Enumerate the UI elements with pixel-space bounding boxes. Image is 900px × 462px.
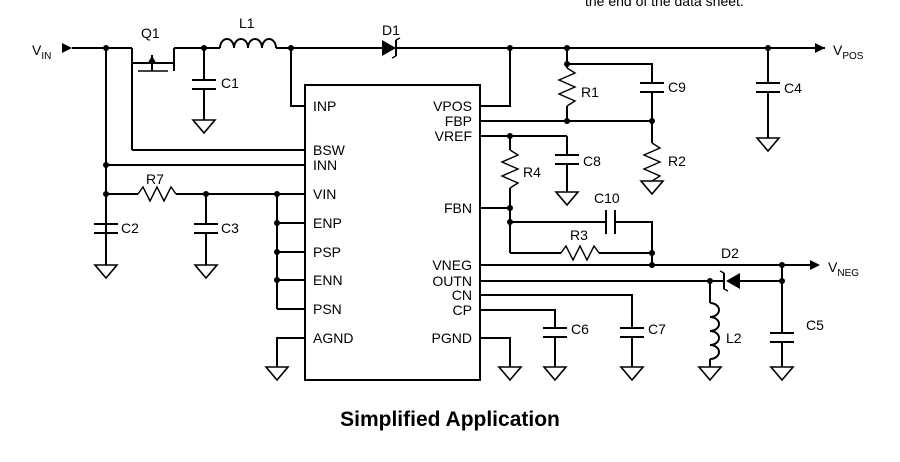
l1-label: L1 [239,15,255,31]
c5-label: C5 [806,317,824,333]
pin-bsw: BSW [313,142,346,158]
pin-enp: ENP [313,215,342,231]
c9-label: C9 [668,79,686,95]
c1-capacitor: C1 [192,48,239,134]
enable-bus [274,194,305,310]
l1-inductor: L1 [201,15,382,51]
c6-capacitor: C6 [480,309,589,381]
r7-label: R7 [146,171,164,187]
q1-label: Q1 [141,25,160,41]
pin-inn: INN [313,157,337,173]
d1-label: D1 [382,22,400,38]
vpos-rail: VPOS [507,42,864,62]
pin-vpos: VPOS [433,98,472,114]
pin-psp: PSP [313,244,341,260]
c2-label: C2 [121,220,139,236]
c5-capacitor: C5 [770,265,824,381]
c4-label: C4 [784,80,802,96]
d2-label: D2 [721,245,739,261]
r1-label: R1 [581,84,599,100]
pin-vref: VREF [435,128,472,144]
c4-capacitor: C4 [756,48,802,152]
vneg-rail: VNEG [480,259,859,279]
vin-rail: VIN [32,42,132,238]
c6-label: C6 [571,321,589,337]
pin-fbp: FBP [445,113,472,129]
q1-transistor: Q1 [131,25,305,151]
d1-diode: D1 [382,22,825,59]
pin-enn: ENN [313,272,343,288]
c8-capacitor: C8 [555,136,601,206]
l2-label: L2 [726,330,742,346]
ic-left-pins: INP BSW INN VIN ENP PSP ENN PSN AGND [313,98,353,346]
pin-outn: OUTN [432,273,472,289]
pin-psn: PSN [313,301,342,317]
figure-caption: Simplified Application [340,408,560,431]
pin-pgnd: PGND [432,330,472,346]
pin-fbn: FBN [444,200,472,216]
pin-vin: VIN [313,186,336,202]
vpos-label: VPOS [833,42,864,62]
d2-diode: D2 [480,245,785,292]
c9-capacitor: C9 [564,61,686,121]
c2-capacitor: C2 [94,220,139,279]
pin-cp: CP [453,302,472,318]
c7-capacitor: C7 [480,294,666,381]
c8-label: C8 [583,153,601,169]
r4-resistor: R4 [500,136,541,253]
c1-label: C1 [221,75,239,91]
vneg-label: VNEG [828,259,859,279]
r7-resistor: R7 [106,171,305,203]
l2-inductor: L2 [698,281,742,381]
r4-label: R4 [523,164,541,180]
pin-vneg: VNEG [432,257,472,273]
r2-label: R2 [668,153,686,169]
r1-resistor: R1 [557,48,599,121]
vin-label: VIN [32,42,51,62]
pin-agnd: AGND [313,330,353,346]
ic-right-pins: VPOS FBP VREF FBN VNEG OUTN CN CP PGND [432,98,472,346]
pin-inp: INP [313,98,336,114]
c3-capacitor: C3 [194,194,239,279]
c10-capacitor: C10 [510,190,653,265]
c7-label: C7 [648,321,666,337]
header-fragment: the end of the data sheet. [585,0,744,9]
c10-label: C10 [594,190,620,206]
c3-label: C3 [221,220,239,236]
r2-resistor: R2 [640,121,686,195]
ic-body [304,84,481,381]
pin-cn: CN [452,287,472,303]
r3-label: R3 [570,227,588,243]
r3-resistor: R3 [510,227,655,262]
